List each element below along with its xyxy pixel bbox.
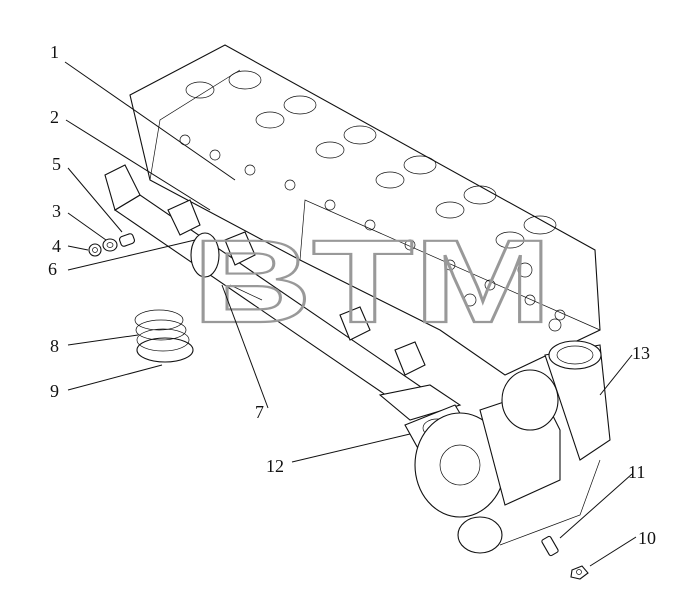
callout-9: 9: [50, 381, 59, 401]
callout-4: 4: [52, 236, 61, 256]
leader-2: [65, 119, 211, 211]
stud-11: [541, 535, 559, 557]
washer-3: [102, 238, 118, 252]
leader-3: [67, 212, 107, 241]
callout-5: 5: [52, 154, 61, 174]
callout-8: 8: [50, 336, 59, 356]
cylinder-head: [129, 44, 601, 376]
leader-6: [67, 239, 196, 271]
callout-3: 3: [52, 201, 61, 221]
leader-8: [67, 334, 139, 346]
watermark: BTM: [192, 216, 552, 348]
leader-11: [559, 473, 633, 539]
leader-5: [67, 167, 123, 233]
leader-lines: [64, 61, 637, 567]
callout-7: 7: [255, 402, 264, 422]
callout-labels: 1 2 3 4 5 6 7 8 9 10 11 12 13: [48, 42, 656, 548]
leader-12: [291, 433, 411, 463]
leader-9: [67, 364, 163, 391]
leader-13: [599, 354, 633, 396]
bellows: [134, 309, 194, 363]
callout-11: 11: [628, 462, 645, 482]
leader-1: [64, 61, 236, 181]
callout-12: 12: [266, 456, 284, 476]
leader-4: [67, 245, 89, 251]
nut-10: [570, 565, 589, 580]
nut-4: [88, 243, 102, 257]
sleeve-5: [119, 233, 135, 247]
callout-6: 6: [48, 259, 57, 279]
exhaust-manifold: [104, 164, 462, 421]
callout-13: 13: [632, 343, 650, 363]
leader-7: [221, 284, 269, 409]
callout-10: 10: [638, 528, 656, 548]
callout-1: 1: [50, 42, 59, 62]
callout-2: 2: [50, 107, 59, 127]
leader-10: [589, 536, 637, 567]
turbocharger: [414, 340, 611, 554]
